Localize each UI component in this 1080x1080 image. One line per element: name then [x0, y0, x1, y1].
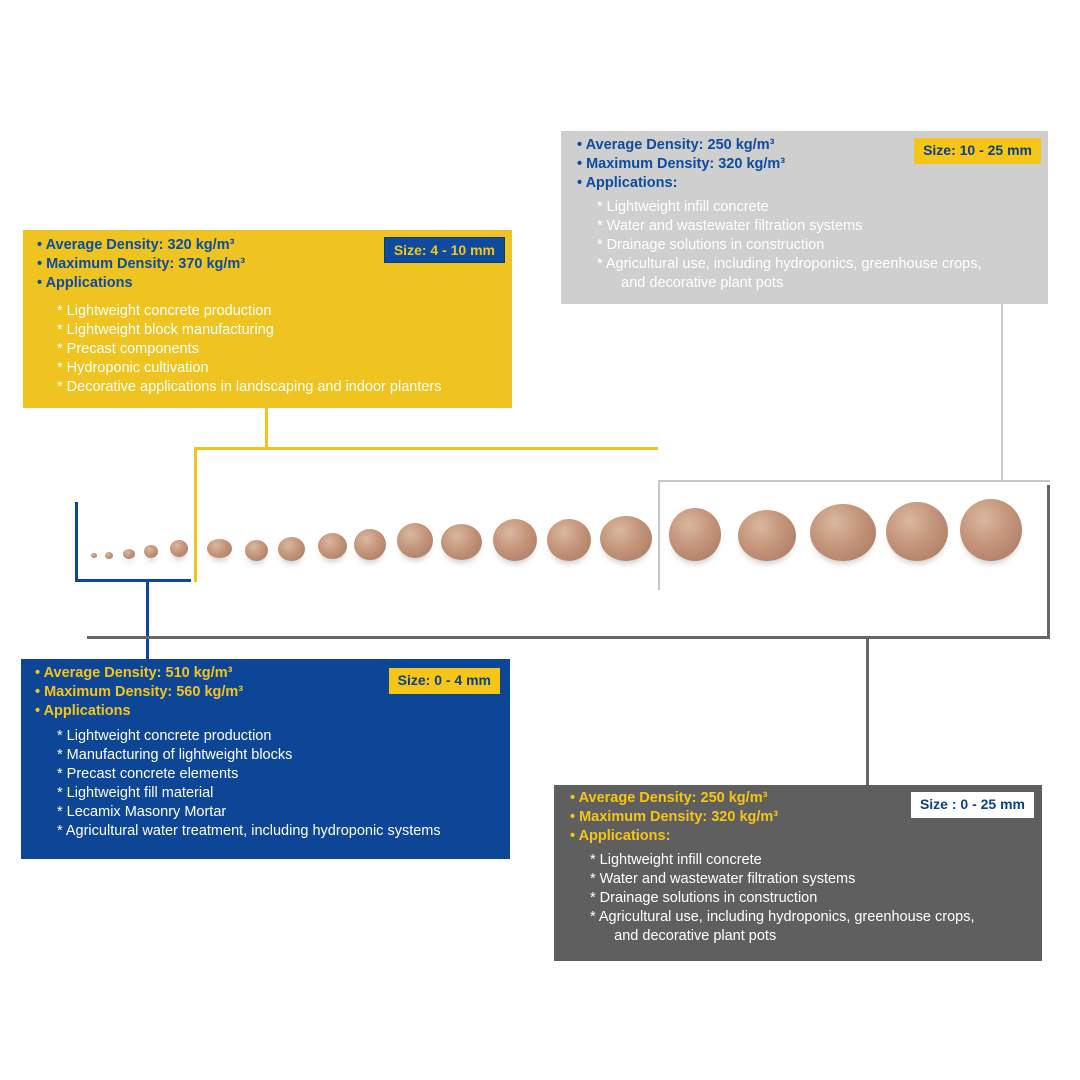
- application-item: * Drainage solutions in construction: [597, 237, 825, 253]
- blue-bracket-left: [75, 502, 78, 582]
- applications-list: * Lightweight infill concrete * Water an…: [590, 851, 974, 946]
- applications-title: • Applications: [35, 703, 131, 719]
- pebble-image: [960, 499, 1022, 561]
- application-item: * Agricultural use, including hydroponic…: [597, 256, 982, 272]
- info-box-0-25mm: • Average Density: 250 kg/m³ • Maximum D…: [554, 785, 1042, 961]
- application-item: * Agricultural use, including hydroponic…: [590, 909, 975, 925]
- applications-list: * Lightweight concrete production * Manu…: [57, 727, 441, 841]
- pebble-image: [738, 510, 796, 561]
- maximum-density: • Maximum Density: 560 kg/m³: [35, 684, 244, 700]
- applications-title: • Applications:: [570, 828, 671, 844]
- pebble-image: [397, 523, 433, 558]
- pebble-image: [170, 540, 188, 557]
- pebble-image: [105, 552, 113, 559]
- pebble-image: [810, 504, 876, 561]
- pebble-image: [493, 519, 537, 561]
- yellow-connector-vertical: [265, 407, 268, 448]
- maximum-density: • Maximum Density: 370 kg/m³: [37, 256, 246, 272]
- application-item: * Lightweight infill concrete: [597, 199, 769, 215]
- application-item: * Lightweight block manufacturing: [57, 322, 274, 338]
- pebble-image: [547, 519, 591, 561]
- pebble-image: [318, 533, 347, 559]
- application-item: and decorative plant pots: [590, 928, 777, 944]
- dark-connector-vertical: [866, 638, 869, 786]
- applications-title: • Applications: [37, 275, 133, 291]
- applications-list: * Lightweight concrete production * Ligh…: [57, 302, 442, 397]
- application-item: and decorative plant pots: [597, 275, 784, 291]
- pebble-image: [669, 508, 721, 561]
- info-box-4-10mm: • Average Density: 320 kg/m³ • Maximum D…: [23, 230, 512, 408]
- average-density: • Average Density: 250 kg/m³: [577, 137, 775, 153]
- gray-bracket-top: [658, 480, 1050, 482]
- blue-connector-vertical: [146, 580, 149, 660]
- info-box-10-25mm: • Average Density: 250 kg/m³ • Maximum D…: [561, 131, 1048, 304]
- blue-bracket-bottom: [75, 579, 191, 582]
- dark-bracket-right: [1047, 485, 1050, 639]
- yellow-bracket-top: [194, 447, 658, 450]
- pebble-image: [600, 516, 652, 561]
- pebble-image: [91, 553, 97, 558]
- application-item: * Hydroponic cultivation: [57, 360, 209, 376]
- yellow-bracket-left: [194, 447, 197, 582]
- application-item: * Lightweight concrete production: [57, 303, 272, 319]
- application-item: * Lightweight fill material: [57, 785, 214, 801]
- application-item: * Lightweight concrete production: [57, 728, 272, 744]
- pebble-image: [123, 549, 135, 559]
- pebble-image: [278, 537, 305, 561]
- applications-title: • Applications:: [577, 175, 678, 191]
- dark-bracket-bottom: [87, 636, 1050, 639]
- size-badge: Size: 4 - 10 mm: [383, 237, 505, 263]
- maximum-density: • Maximum Density: 320 kg/m³: [577, 156, 786, 172]
- application-item: * Decorative applications in landscaping…: [57, 379, 442, 395]
- average-density: • Average Density: 510 kg/m³: [35, 665, 233, 681]
- application-item: * Agricultural water treatment, includin…: [57, 823, 441, 839]
- application-item: * Water and wastewater filtration system…: [597, 218, 863, 234]
- pebble-image: [144, 545, 158, 558]
- gray-bracket-left: [658, 480, 660, 590]
- application-item: * Water and wastewater filtration system…: [590, 871, 856, 887]
- info-box-0-4mm: • Average Density: 510 kg/m³ • Maximum D…: [21, 659, 510, 859]
- application-item: * Manufacturing of lightweight blocks: [57, 747, 293, 763]
- gray-connector-vertical: [1001, 303, 1003, 481]
- application-item: * Lightweight infill concrete: [590, 852, 762, 868]
- application-item: * Drainage solutions in construction: [590, 890, 818, 906]
- pebble-image: [886, 502, 948, 561]
- size-badge: Size: 0 - 4 mm: [388, 668, 500, 694]
- pebble-image: [441, 524, 482, 560]
- application-item: * Precast components: [57, 341, 199, 357]
- pebble-image: [207, 539, 232, 558]
- size-badge: Size: 10 - 25 mm: [914, 138, 1041, 164]
- average-density: • Average Density: 320 kg/m³: [37, 237, 235, 253]
- applications-list: * Lightweight infill concrete * Water an…: [597, 198, 981, 293]
- application-item: * Lecamix Masonry Mortar: [57, 804, 227, 820]
- application-item: * Precast concrete elements: [57, 766, 239, 782]
- size-badge: Size : 0 - 25 mm: [910, 792, 1034, 818]
- pebble-image: [354, 529, 386, 560]
- pebble-image: [245, 540, 268, 561]
- maximum-density: • Maximum Density: 320 kg/m³: [570, 809, 779, 825]
- average-density: • Average Density: 250 kg/m³: [570, 790, 768, 806]
